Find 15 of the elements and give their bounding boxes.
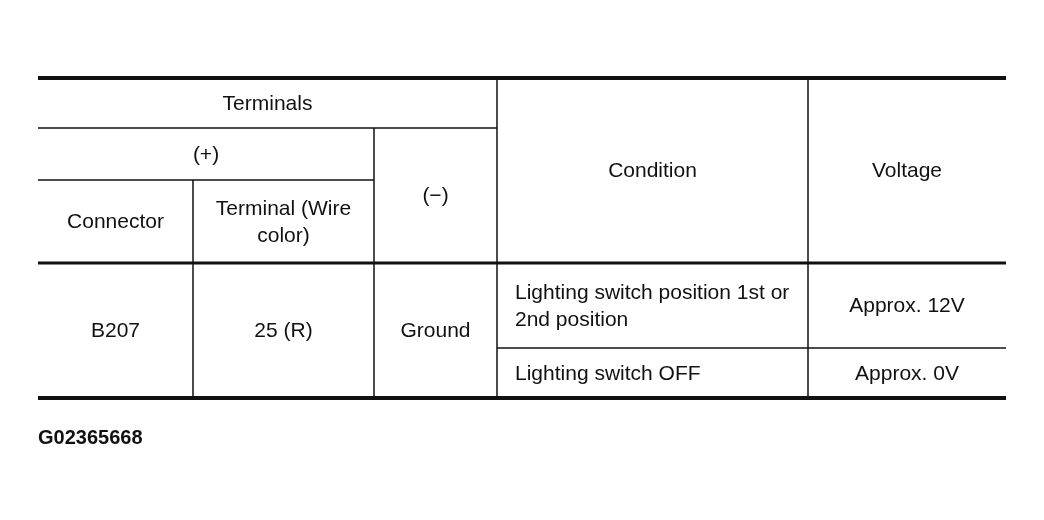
column-header: Condition [608, 157, 697, 184]
table-value: Lighting switch position 1st or 2nd position [515, 279, 791, 332]
figure-code: G02365668 [38, 425, 143, 450]
table-value: Approx. 12V [849, 292, 965, 319]
table-value: 25 (R) [254, 317, 313, 344]
table-value: Lighting switch OFF [515, 359, 701, 386]
column-header: Voltage [871, 157, 943, 184]
column-header: (−) [422, 182, 449, 209]
column-header: Terminal (Wire color) [214, 195, 353, 248]
table-value: Ground [400, 317, 471, 344]
column-header: Connector [67, 208, 164, 235]
table-value: Approx. 0V [855, 359, 959, 386]
column-header: Terminals [222, 89, 313, 116]
column-header: (+) [192, 140, 220, 167]
table-value: B207 [90, 317, 140, 344]
